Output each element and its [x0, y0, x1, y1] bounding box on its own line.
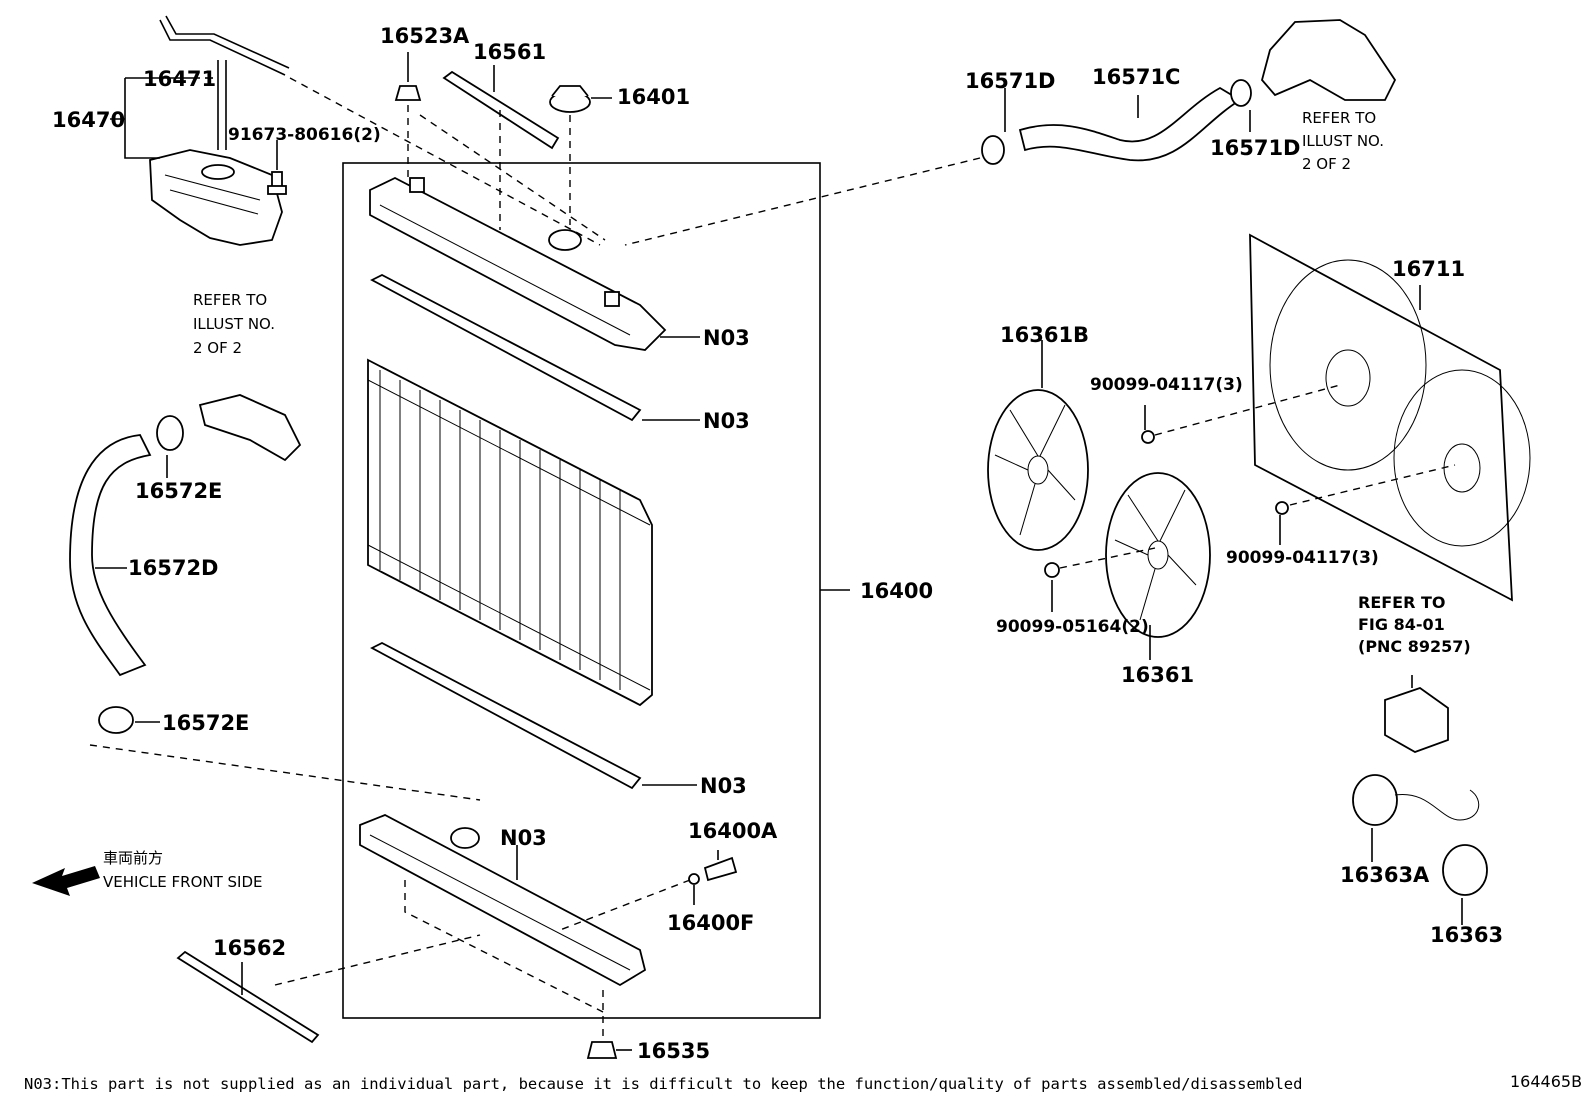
- hose-clamp-a-drawing: [156, 415, 184, 451]
- svg-text:2 OF 2: 2 OF 2: [1302, 155, 1351, 173]
- label-16571C: 16571C: [1092, 65, 1180, 89]
- bolt-90099-04117-a-drawing: [1141, 430, 1155, 444]
- label-16470: 16470: [52, 108, 125, 132]
- label-16562: 16562: [213, 936, 286, 960]
- upper-hose-clamp-a-drawing: [981, 135, 1005, 165]
- direction-label-jp: 車両前方: [103, 849, 163, 867]
- label-91673: 91673-80616(2): [228, 125, 381, 145]
- label-N03-2: N03: [703, 409, 750, 433]
- svg-text:2 OF 2: 2 OF 2: [193, 339, 242, 357]
- label-16571D-b: 16571D: [1210, 136, 1301, 160]
- fan-16361B-drawing: [987, 389, 1089, 551]
- lower-tank-drawing: [359, 814, 647, 987]
- label-16363A: 16363A: [1340, 863, 1430, 887]
- bushing-16535-drawing: [586, 1041, 618, 1059]
- drain-cock-drawing: [688, 856, 738, 885]
- label-90099-05164: 90099-05164(2): [996, 617, 1149, 637]
- seal-16562-drawing: [176, 950, 320, 1044]
- upper-hose-drawing: [1018, 86, 1242, 162]
- reservoir-hose-drawing: [159, 15, 290, 150]
- label-16471: 16471: [143, 67, 216, 91]
- label-16400: 16400: [860, 579, 933, 603]
- fan-motor-16363A-drawing: [1352, 774, 1480, 826]
- label-16711: 16711: [1392, 257, 1465, 281]
- label-16571D-a: 16571D: [965, 69, 1056, 93]
- bushing-16523A-drawing: [394, 85, 422, 101]
- label-16523A: 16523A: [380, 24, 470, 48]
- footer-note: N03:This part is not supplied as an indi…: [24, 1075, 1302, 1093]
- fan-relay-drawing: [1384, 686, 1449, 753]
- svg-text:FIG 84-01: FIG 84-01: [1358, 615, 1445, 634]
- front-arrow-icon: [32, 866, 100, 896]
- lower-gasket-drawing: [370, 641, 642, 790]
- radiator-cap-drawing: [549, 85, 591, 113]
- direction-label-en: VEHICLE FRONT SIDE: [103, 873, 263, 891]
- reservoir-tank-drawing: [149, 149, 283, 246]
- label-16561: 16561: [473, 40, 546, 64]
- refer-note-a: REFER TO ILLUST NO. 2 OF 2: [193, 291, 275, 357]
- label-16361: 16361: [1121, 663, 1194, 687]
- lower-hose-drawing: [69, 394, 302, 677]
- fan-shroud-drawing: [1249, 233, 1531, 602]
- label-16400A: 16400A: [688, 819, 778, 843]
- upper-gasket-drawing: [370, 273, 642, 422]
- svg-text:REFER TO: REFER TO: [1358, 593, 1446, 612]
- svg-text:ILLUST NO.: ILLUST NO.: [1302, 132, 1384, 150]
- label-16572E-b: 16572E: [162, 711, 249, 735]
- refer-fig-note: REFER TO FIG 84-01 (PNC 89257): [1358, 593, 1471, 656]
- label-16363: 16363: [1430, 923, 1503, 947]
- fan-16361-drawing: [1105, 472, 1211, 638]
- illustration-id: 164465B: [1510, 1072, 1582, 1091]
- svg-text:ILLUST NO.: ILLUST NO.: [193, 315, 275, 333]
- label-90099-04117-a: 90099-04117(3): [1090, 375, 1243, 395]
- hose-clamp-b-drawing: [98, 706, 134, 734]
- seal-16561-drawing: [442, 70, 560, 150]
- label-N03-4: N03: [500, 826, 547, 850]
- label-16361B: 16361B: [1000, 323, 1089, 347]
- water-outlet-drawing: [1261, 19, 1397, 101]
- svg-text:REFER TO: REFER TO: [1302, 109, 1376, 127]
- refer-note-b: REFER TO ILLUST NO. 2 OF 2: [1302, 109, 1384, 173]
- label-16401: 16401: [617, 85, 690, 109]
- upper-hose-clamp-b-drawing: [1230, 79, 1252, 107]
- screw-91673-drawing: [267, 171, 287, 195]
- label-16572E-a: 16572E: [135, 479, 222, 503]
- svg-text:(PNC 89257): (PNC 89257): [1358, 637, 1471, 656]
- label-N03-1: N03: [703, 326, 750, 350]
- label-N03-3: N03: [700, 774, 747, 798]
- svg-text:REFER TO: REFER TO: [193, 291, 267, 309]
- nut-90099-05164-drawing: [1044, 562, 1060, 578]
- bolt-90099-04117-b-drawing: [1275, 501, 1289, 515]
- fan-motor-16363-drawing: [1442, 844, 1488, 896]
- radiator-core-drawing: [367, 358, 653, 707]
- label-16400F: 16400F: [667, 911, 754, 935]
- label-16572D: 16572D: [128, 556, 219, 580]
- label-16535: 16535: [637, 1039, 710, 1063]
- label-90099-04117-b: 90099-04117(3): [1226, 548, 1379, 568]
- upper-tank-drawing: [369, 176, 667, 351]
